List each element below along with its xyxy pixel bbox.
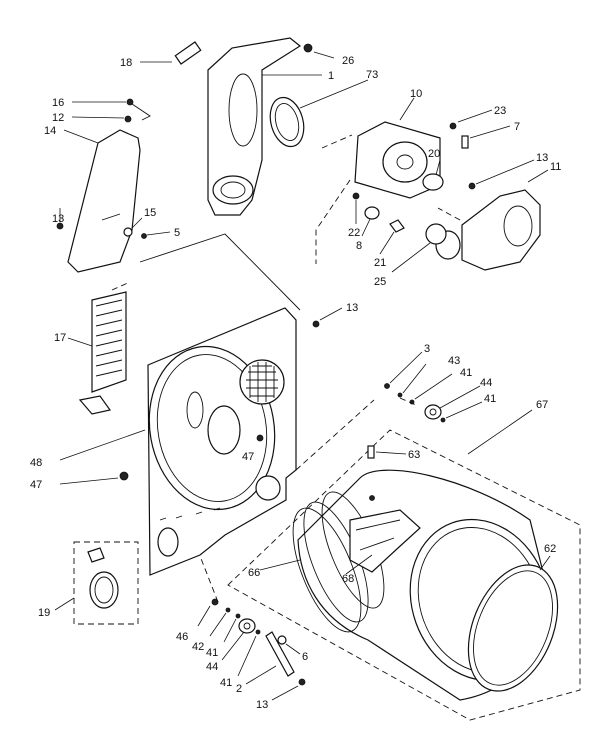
callout-62: 62 — [544, 543, 556, 555]
part-73-seal — [269, 96, 305, 148]
callout-13-motor: 13 — [536, 152, 548, 164]
callout-15: 15 — [144, 207, 156, 219]
callout-5: 5 — [174, 227, 180, 239]
drum-assembly-outline — [227, 429, 581, 721]
part-17-heating-element — [91, 291, 127, 393]
part-3-screw — [384, 383, 390, 389]
part-43-washer — [397, 392, 403, 398]
part-21-clip — [389, 219, 405, 233]
callout-25: 25 — [374, 276, 386, 288]
callout-67: 67 — [536, 399, 548, 411]
part-13-screw-left — [56, 222, 64, 230]
part-41-washer-c — [235, 613, 241, 619]
callout-19: 19 — [38, 607, 50, 619]
part-19-belt-kit-box — [73, 541, 139, 625]
part-47-screw-left — [119, 471, 129, 481]
callout-8: 8 — [356, 240, 362, 252]
part-41-washer-d — [255, 629, 261, 635]
callout-13-bulkhead: 13 — [346, 302, 358, 314]
callout-16: 16 — [52, 97, 64, 109]
callout-20: 20 — [428, 148, 440, 160]
part-18-bar — [174, 41, 202, 65]
callout-47-bulkhead: 47 — [242, 451, 254, 463]
callout-17: 17 — [54, 332, 66, 344]
part-13-screw-motor — [468, 182, 476, 190]
part-5-screw — [141, 233, 147, 239]
callout-13-lower: 13 — [256, 699, 268, 711]
part-62-seal — [467, 564, 559, 692]
callout-66: 66 — [248, 567, 260, 579]
part-25-washer — [425, 223, 447, 245]
part-6-nut — [277, 635, 287, 645]
callout-41-d: 41 — [220, 677, 232, 689]
part-10-blower-wheel — [382, 141, 428, 183]
callout-26: 26 — [342, 55, 354, 67]
part-20-bushing — [422, 173, 444, 191]
callout-41-b: 41 — [484, 393, 496, 405]
callout-14: 14 — [44, 125, 56, 137]
part-14-heater-housing — [67, 129, 141, 273]
part-23-screw — [449, 122, 457, 130]
callout-6: 6 — [302, 651, 308, 663]
callout-73: 73 — [366, 69, 378, 81]
callout-21: 21 — [374, 257, 386, 269]
part-44-roller — [424, 404, 442, 420]
part-7-clip — [461, 135, 469, 149]
part-13-screw-bulkhead — [312, 320, 320, 328]
callout-41-a: 41 — [460, 367, 472, 379]
part-48-lint-screen — [239, 359, 285, 405]
part-16-screw — [126, 98, 134, 106]
callout-42: 42 — [192, 641, 204, 653]
callout-11: 11 — [550, 161, 561, 173]
part-1-duct-panel — [207, 37, 302, 216]
callout-10: 10 — [410, 88, 422, 100]
part-2-shaft — [265, 631, 295, 677]
part-13-screw-lower — [298, 678, 306, 686]
part-15-terminal — [123, 227, 133, 237]
callout-44-a: 44 — [480, 377, 492, 389]
part-8-nut — [364, 206, 380, 220]
callout-13-heater: 13 — [52, 213, 64, 225]
callout-1: 1 — [328, 70, 334, 82]
part-48-vent-port — [207, 405, 241, 455]
callout-41-c: 41 — [206, 647, 218, 659]
part-11-motor — [461, 189, 541, 271]
callout-48: 48 — [30, 457, 42, 469]
part-41-washer-b — [440, 417, 446, 423]
callout-68: 68 — [342, 573, 354, 585]
part-12-clip — [124, 115, 132, 123]
callout-46: 46 — [176, 631, 188, 643]
callout-3: 3 — [424, 343, 430, 355]
part-63-clip — [367, 445, 375, 459]
part-44-roller-lower — [238, 618, 256, 634]
callout-63: 63 — [408, 449, 420, 461]
callout-47-left: 47 — [30, 479, 42, 491]
part-1-duct-opening — [228, 73, 258, 147]
part-22-screw — [352, 192, 360, 200]
part-26-screw — [303, 43, 313, 53]
callout-22: 22 — [348, 227, 360, 239]
callout-44-b: 44 — [206, 661, 218, 673]
callout-2: 2 — [236, 683, 242, 695]
callout-23: 23 — [494, 105, 506, 117]
part-42-washer — [225, 607, 231, 613]
part-19-connector — [87, 547, 105, 563]
callout-43: 43 — [448, 355, 460, 367]
callout-7: 7 — [514, 121, 520, 133]
part-1-duct-port — [212, 175, 254, 205]
part-47-screw-bulkhead — [256, 434, 264, 442]
callout-12: 12 — [52, 112, 64, 124]
callout-18: 18 — [120, 57, 132, 69]
